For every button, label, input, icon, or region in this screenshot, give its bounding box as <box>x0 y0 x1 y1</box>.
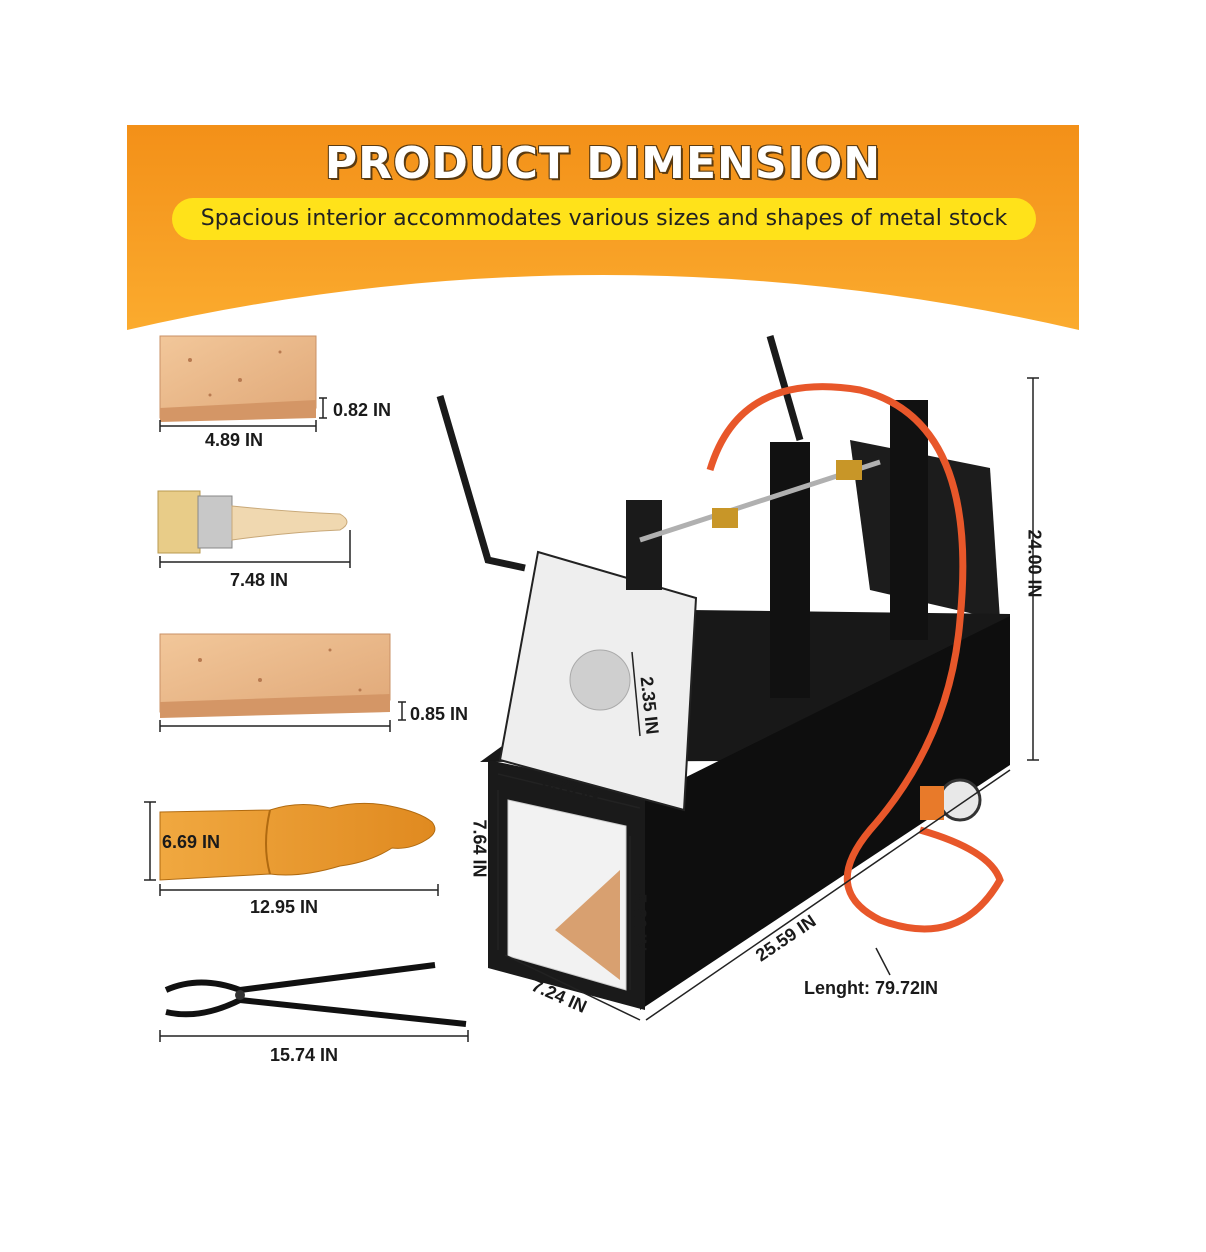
inner-height-label: 5.80 IN <box>629 893 650 952</box>
brick-bottom-thickness-label: 0.85 IN <box>410 704 469 724</box>
fire-brick-top <box>159 335 327 432</box>
brick-top-thickness-label: 0.82 IN <box>333 400 392 420</box>
front-height-label: 7.64 IN <box>469 819 490 878</box>
brush <box>157 490 351 568</box>
brush-length-label: 7.48 IN <box>230 570 289 590</box>
brick-top-width-label: 4.89 IN <box>205 430 264 450</box>
hose-length-label: Lenght: 79.72IN <box>804 978 939 998</box>
glove-length-label: 12.95 IN <box>250 897 319 917</box>
glove <box>144 801 439 896</box>
tongs-length-label: 15.74 IN <box>270 1045 339 1065</box>
glove-width-label: 6.69 IN <box>162 832 221 852</box>
fire-brick-bottom <box>159 633 406 732</box>
forge <box>436 335 1039 1021</box>
tongs <box>159 962 469 1042</box>
subtitle-pill: Spacious interior accommodates various s… <box>172 198 1036 240</box>
page-title: PRODUCT DIMENSION <box>324 138 882 189</box>
forge-height-label: 24.00 IN <box>1024 529 1045 598</box>
